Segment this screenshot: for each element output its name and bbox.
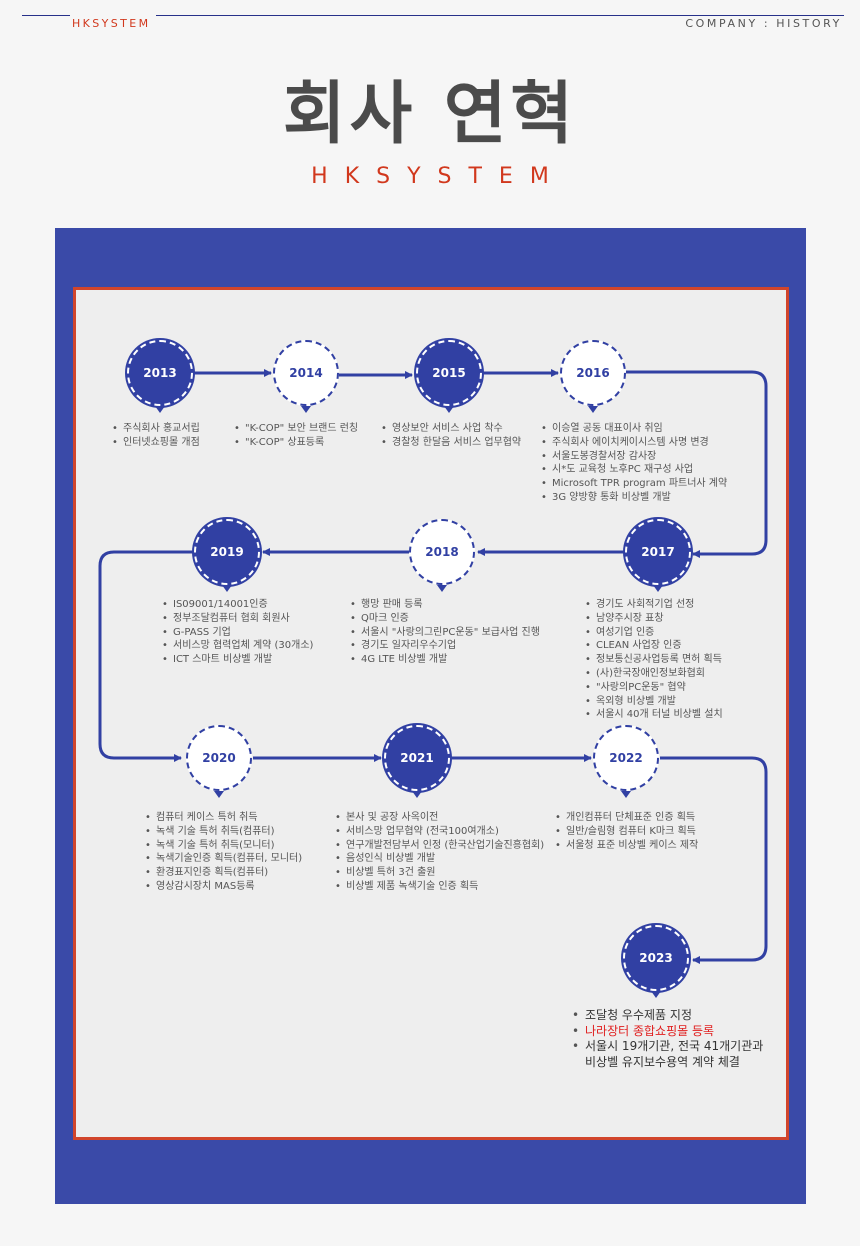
event-item: 녹색 기술 특허 취득(컴퓨터) [145, 825, 302, 839]
event-item: 일반/슬림형 컴퓨터 K마크 획득 [555, 825, 698, 839]
year-node-2022: 2022 [593, 725, 659, 798]
event-item: 경찰청 한달음 서비스 업무협약 [381, 436, 521, 450]
events-2015: 영상보안 서비스 사업 착수 경찰청 한달음 서비스 업무협약 [381, 422, 521, 450]
event-item: 영상보안 서비스 사업 착수 [381, 422, 521, 436]
event-item: 환경표지인증 획득(컴퓨터) [145, 866, 302, 880]
year-label: 2022 [609, 751, 643, 765]
event-item: 경기도 일자리우수기업 [350, 639, 540, 653]
event-item: 여성기업 인증 [585, 626, 723, 640]
year-node-2019: 2019 [194, 519, 260, 592]
event-item: 영상감시장치 MAS등록 [145, 880, 302, 894]
page-title: 회사 연혁 [283, 75, 577, 154]
event-item: 시*도 교육청 노후PC 재구성 사업 [541, 463, 727, 477]
event-item: 비상벨 제품 녹색기술 인증 획득 [335, 880, 544, 894]
events-2022: 개인컴퓨터 단체표준 인증 획득 일반/슬림형 컴퓨터 K마크 획득 서울청 표… [555, 811, 698, 852]
year-node-2015: 2015 [416, 340, 482, 413]
events-2019: IS09001/14001인증 정부조달컴퓨터 협회 회원사 G-PASS 기업… [162, 598, 313, 667]
year-label: 2016 [576, 366, 610, 380]
event-item: 개인컴퓨터 단체표준 인증 획득 [555, 811, 698, 825]
event-item: 조달청 우수제품 지정 [572, 1008, 763, 1024]
event-item: 녹색기술인증 획득(컴퓨터, 모니터) [145, 852, 302, 866]
events-2021: 본사 및 공장 사옥이전 서비스망 업무협약 (전국100여개소) 연구개발전담… [335, 811, 544, 894]
connector-2016-2017 [626, 370, 768, 558]
header-rule-right [156, 15, 844, 16]
page-subtitle: HKSYSTEM [311, 164, 566, 189]
event-item: G-PASS 기업 [162, 626, 313, 640]
breadcrumb: COMPANY : HISTORY [685, 17, 842, 30]
header-rule-left [22, 15, 70, 16]
event-item: 서울청 표준 비상벨 케이스 제작 [555, 839, 698, 853]
event-item: 연구개발전담부서 인정 (한국산업기술진흥협회) [335, 839, 544, 853]
year-node-2016: 2016 [560, 340, 626, 413]
events-2018: 행망 판매 등록 Q마크 인증 서울시 "사랑의그린PC운동" 보급사업 진행 … [350, 598, 540, 667]
year-node-2021: 2021 [384, 725, 450, 798]
connector-2019-2020 [98, 550, 195, 762]
event-item: 서울시 40개 터널 비상벨 설치 [585, 708, 723, 722]
event-item: 본사 및 공장 사옥이전 [335, 811, 544, 825]
event-item: 비상벨 특허 3건 출원 [335, 866, 544, 880]
event-item: "K-COP" 상표등록 [234, 436, 358, 450]
events-2023: 조달청 우수제품 지정 나라장터 종합쇼핑몰 등록 서울시 19개기관, 전국 … [572, 1008, 763, 1070]
event-item: 서비스망 업무협약 (전국100여개소) [335, 825, 544, 839]
events-2016: 이승열 공동 대표이사 취임 주식회사 에이치케이시스템 사명 변경 서울도봉경… [541, 422, 727, 505]
event-item: ICT 스마트 비상벨 개발 [162, 653, 313, 667]
events-2020: 컴퓨터 케이스 특허 취득 녹색 기술 특허 취득(컴퓨터) 녹색 기술 특허 … [145, 811, 302, 894]
event-item: 인터넷쇼핑몰 개점 [112, 436, 200, 450]
event-item-highlight: 나라장터 종합쇼핑몰 등록 [572, 1024, 763, 1040]
year-node-2017: 2017 [625, 519, 691, 592]
year-label: 2015 [432, 366, 466, 380]
event-item: Q마크 인증 [350, 612, 540, 626]
event-item: "K-COP" 보안 브랜드 런칭 [234, 422, 358, 436]
year-label: 2013 [143, 366, 177, 380]
year-label: 2014 [289, 366, 323, 380]
event-item: CLEAN 사업장 인증 [585, 639, 723, 653]
year-label: 2017 [641, 545, 675, 559]
event-item: Microsoft TPR program 파트너사 계약 [541, 477, 727, 491]
event-item: 녹색 기술 특허 취득(모니터) [145, 839, 302, 853]
event-item-continued: 비상벨 유지보수용역 계약 체결 [585, 1054, 740, 1069]
event-item: 경기도 사회적기업 선정 [585, 598, 723, 612]
year-label: 2020 [202, 751, 236, 765]
event-item: 컴퓨터 케이스 특허 취득 [145, 811, 302, 825]
event-item: 이승열 공동 대표이사 취임 [541, 422, 727, 436]
year-label: 2021 [400, 751, 434, 765]
event-item: 주식회사 홍교서립 [112, 422, 200, 436]
event-item: "사랑의PC운동" 협약 [585, 681, 723, 695]
event-item: 3G 양방향 통화 비상벨 개발 [541, 491, 727, 505]
header-brand[interactable]: HKSYSTEM [72, 17, 151, 30]
year-label: 2018 [425, 545, 459, 559]
event-item: 서울시 "사랑의그린PC운동" 보급사업 진행 [350, 626, 540, 640]
events-2013: 주식회사 홍교서립 인터넷쇼핑몰 개점 [112, 422, 200, 450]
events-2017: 경기도 사회적기업 선정 남양주시장 표창 여성기업 인증 CLEAN 사업장 … [585, 598, 723, 722]
connector-2022-2023 [660, 756, 768, 964]
event-item: 정보통신공사업등록 면허 획득 [585, 653, 723, 667]
event-item: 행망 판매 등록 [350, 598, 540, 612]
event-item: (사)한국장애인정보화협회 [585, 667, 723, 681]
event-item: 옥외형 비상벨 개발 [585, 695, 723, 709]
year-node-2023: 2023 [623, 925, 689, 998]
year-node-2018: 2018 [409, 519, 475, 592]
event-item: 주식회사 에이치케이시스템 사명 변경 [541, 436, 727, 450]
event-item: 음성인식 비상벨 개발 [335, 852, 544, 866]
event-item: IS09001/14001인증 [162, 598, 313, 612]
year-node-2020: 2020 [186, 725, 252, 798]
event-item: 정부조달컴퓨터 협회 회원사 [162, 612, 313, 626]
event-item: 남양주시장 표창 [585, 612, 723, 626]
year-label: 2023 [639, 951, 673, 965]
year-label: 2019 [210, 545, 244, 559]
event-item: 4G LTE 비상벨 개발 [350, 653, 540, 667]
event-item: 서울시 19개기관, 전국 41개기관과 [572, 1039, 763, 1055]
events-2014: "K-COP" 보안 브랜드 런칭 "K-COP" 상표등록 [234, 422, 358, 450]
year-node-2014: 2014 [273, 340, 339, 413]
event-item: 서비스망 협력업체 계약 (30개소) [162, 639, 313, 653]
year-node-2013: 2013 [127, 340, 193, 413]
event-item: 서울도봉경찰서장 감사장 [541, 450, 727, 464]
